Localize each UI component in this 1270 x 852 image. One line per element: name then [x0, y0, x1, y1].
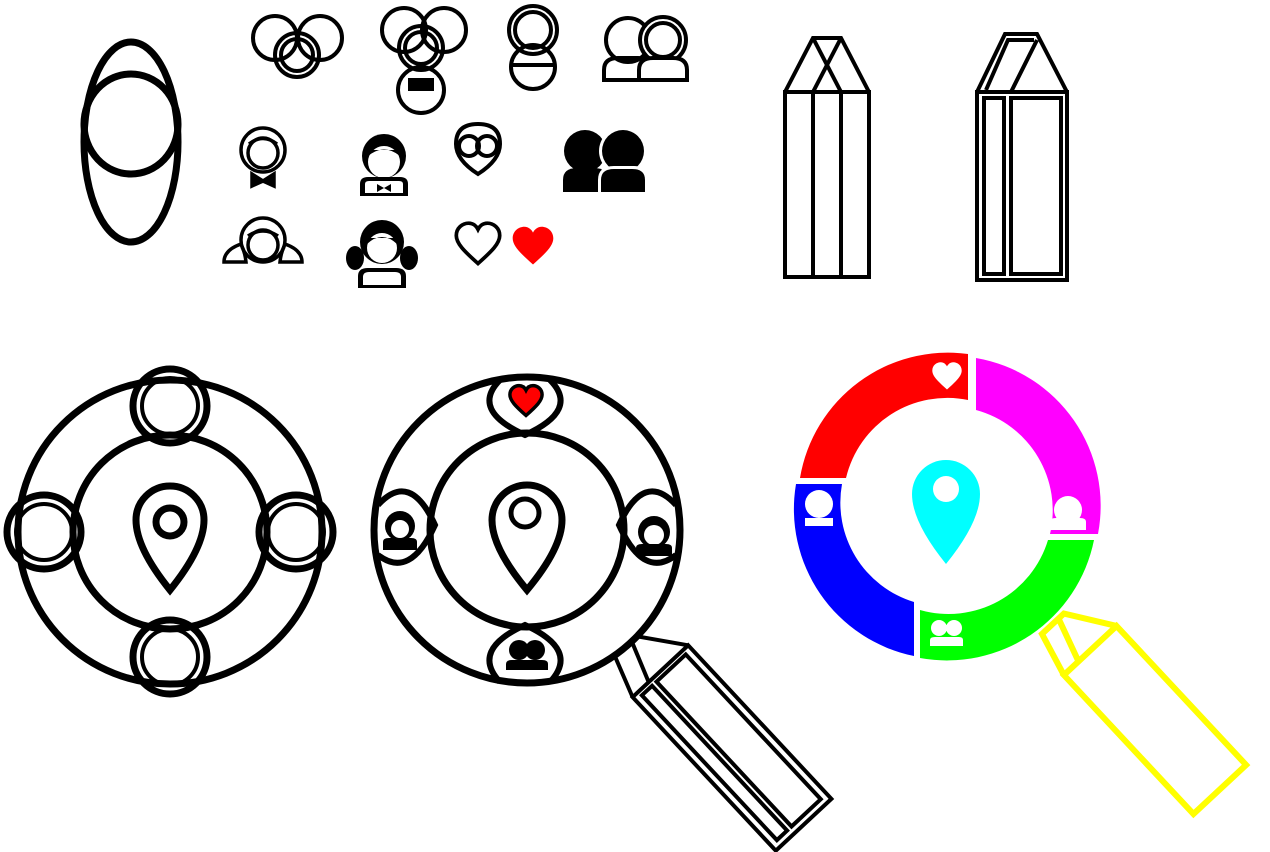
girl-filled-icon [346, 220, 418, 288]
rings-person-icon [380, 6, 468, 115]
heart-outline-icon [454, 221, 502, 266]
pencil-double-outline-icon [975, 32, 1069, 282]
ring-construction-icon [3, 365, 337, 698]
ring-outline-logo-icon [370, 373, 835, 852]
boy-filled-icon [360, 134, 408, 196]
ring-segment-right [976, 358, 1101, 534]
pencil-outline-icon [783, 36, 871, 279]
two-people-filled-icon [563, 127, 648, 192]
three-rings-icon [251, 14, 344, 79]
oval-construction-icon [80, 38, 182, 246]
pencil-yellow-icon [1038, 610, 1251, 819]
boy-icon [383, 511, 417, 550]
two-people-icon [506, 640, 548, 670]
pencil-handle-icon [611, 633, 835, 852]
couple-bubble-icon [453, 121, 503, 177]
girl-outline-icon [222, 216, 304, 264]
ring-color-logo-icon [793, 352, 1251, 819]
ring-segment-top [800, 352, 968, 478]
two-people-outline-icon [602, 15, 689, 82]
stacked-circles-icon [507, 4, 559, 91]
girl-icon [636, 516, 672, 556]
ring-segment-left [793, 484, 914, 656]
ring-segment-bottom [920, 540, 1094, 661]
heart-filled-icon [512, 226, 554, 265]
boy-outline-icon [239, 126, 287, 189]
